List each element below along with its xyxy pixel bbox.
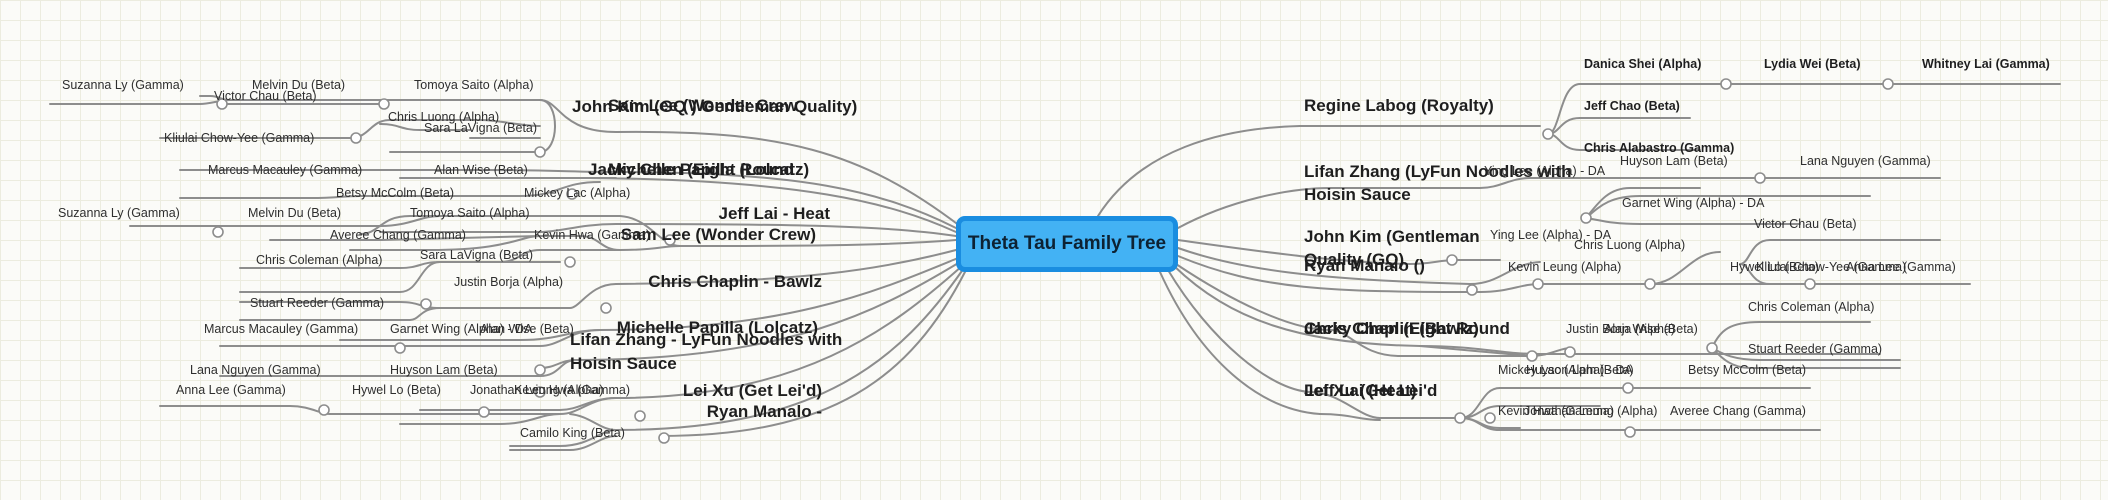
node-john-kim-r[interactable]: John Kim (Gentleman Quality (GQ) xyxy=(1304,227,1480,269)
member-chris-alabastro[interactable]: Chris Alabastro (Gamma) xyxy=(1584,141,1735,155)
member-alan-wise-2[interactable]: Alan Wise (Beta) xyxy=(480,322,574,336)
member-melvin-du[interactable]: Melvin Du (Beta) xyxy=(252,78,346,92)
member-danica[interactable]: Danica Shei (Alpha) xyxy=(1584,57,1702,71)
member-hywel-r[interactable]: Hywel Lo (Beta) xyxy=(1730,260,1819,274)
member-ying-lee[interactable]: Ying Lee (Alpha) - DA xyxy=(1484,164,1606,178)
member-huyson[interactable]: Huyson Lam (Beta) xyxy=(390,363,498,377)
member-justin-r[interactable]: Justin Borja (Alpha) xyxy=(1566,322,1676,336)
node-jacky-r[interactable]: Jacky Chen (Eight Round xyxy=(1304,319,1510,338)
member-marcus-2[interactable]: Marcus Macauley (Gamma) xyxy=(204,322,359,336)
member-lydia[interactable]: Lydia Wei (Beta) xyxy=(1764,57,1861,71)
root-node[interactable]: Theta Tau Family Tree xyxy=(956,216,1178,272)
member-averee[interactable]: Averee Chang (Gamma) xyxy=(330,228,466,242)
member-marcus[interactable]: Marcus Macauley (Gamma) xyxy=(208,163,363,177)
node-lei-xu-r[interactable]: Lei Xu (Get Lei'd xyxy=(1304,381,1438,400)
link-root-lifan-r xyxy=(1177,187,1331,229)
member-mickey[interactable]: Mickey Lac (Alpha) xyxy=(524,186,631,200)
member-kliulai-r[interactable]: Kliulai Chow-Yee (Gamma) xyxy=(1756,260,1907,274)
member-victor-chau-r[interactable]: Victor Chau (Beta) xyxy=(1754,217,1857,231)
node-lifan-zhang[interactable]: Lifan Zhang - LyFun Noodles with Hoisin … xyxy=(570,330,843,373)
member-anna[interactable]: Anna Lee (Gamma) xyxy=(176,383,286,397)
member-kevin-leung[interactable]: Kevin Leung (Alpha) xyxy=(1508,260,1622,274)
node-ryan-manalo[interactable]: Ryan Manalo - xyxy=(706,402,822,421)
node-jacky-chen[interactable]: Jacky Chen (Eight Round xyxy=(588,160,794,179)
member-mickey-r[interactable]: Mickey Lac (Alpha) - DA xyxy=(1498,363,1633,377)
member-anna-r[interactable]: Anna Lee (Gamma) xyxy=(1846,260,1956,274)
link-root-ryan xyxy=(615,267,965,431)
member-betsy[interactable]: Betsy McColm (Beta) xyxy=(336,186,455,200)
link-root-lei xyxy=(615,265,963,399)
link-root-jacky xyxy=(615,171,957,229)
node-jeff-lai-r[interactable]: Jeff Lai (Heat) xyxy=(1304,381,1417,400)
link-root-michelle xyxy=(599,257,959,331)
member-suzanna-ly[interactable]: Suzanna Ly (Gamma) xyxy=(62,78,184,92)
node-sam-lee[interactable]: Sam Lee (Wonder Crew) xyxy=(620,225,816,244)
member-chris-luong-r[interactable]: Chris Luong (Alpha) xyxy=(1574,238,1686,252)
link-root-regine xyxy=(1097,125,1301,217)
member-melvin-du-2[interactable]: Melvin Du (Beta) xyxy=(248,206,342,220)
link-root-jeff xyxy=(615,223,957,237)
member-alan-wise[interactable]: Alan Wise (Beta) xyxy=(434,163,528,177)
node-john-kim[interactable]: John Kim (GQ ) Gentleman Quality) xyxy=(572,97,858,116)
member-alan-wise-r[interactable]: Alan Wise (Beta) xyxy=(1604,322,1698,336)
link-root-chris-r xyxy=(1175,263,1331,331)
member-whitney[interactable]: Whitney Lai (Gamma) xyxy=(1922,57,2050,71)
link-root-jacky-r xyxy=(1173,265,1421,347)
member-averee-r[interactable]: Averee Chang (Gamma) xyxy=(1670,404,1806,418)
member-jonathan[interactable]: Jonathan Leung (Alpha) xyxy=(470,383,604,397)
node-ryan-r[interactable]: Ryan Manalo () xyxy=(1304,256,1425,275)
member-chris-coleman-r[interactable]: Chris Coleman (Alpha) xyxy=(1748,300,1875,314)
member-lana-r[interactable]: Lana Nguyen (Gamma) xyxy=(1800,154,1931,168)
link-root-chris xyxy=(615,249,957,285)
link-root-jeff-r xyxy=(1159,271,1321,415)
member-kliulai[interactable]: Kliulai Chow-Yee (Gamma) xyxy=(164,131,315,145)
member-betsy-r[interactable]: Betsy McColm (Beta) xyxy=(1688,363,1807,377)
member-garnet-r[interactable]: Garnet Wing (Alpha) - DA xyxy=(1622,196,1765,210)
member-kevin-hwa-r[interactable]: Kevin Hwa (Gamma) xyxy=(1498,404,1614,418)
node-sam-lee-top[interactable]: Sam Lee (Wonder Crew xyxy=(608,96,798,115)
member-kevin-hwa[interactable]: Kevin Hwa (Gamma) xyxy=(534,228,650,242)
member-ying-lee-2[interactable]: Ying Lee (Alpha) - DA xyxy=(1490,228,1612,242)
member-victor-chau[interactable]: Victor Chau (Beta) xyxy=(214,89,317,103)
root-node-label: Theta Tau Family Tree xyxy=(967,233,1167,254)
member-lana[interactable]: Lana Nguyen (Gamma) xyxy=(190,363,321,377)
member-justin-borja[interactable]: Justin Borja (Alpha) xyxy=(454,275,564,289)
member-jonathan-r[interactable]: Jonathan Leung (Alpha) xyxy=(1524,404,1658,418)
member-tomoya-saito[interactable]: Tomoya Saito (Alpha) xyxy=(414,78,534,92)
node-chris-chaplin-r[interactable]: Chris Chaplin (Bawlz) xyxy=(1304,319,1479,338)
node-michelle-top[interactable]: Michelle Papilla (Lolcatz) xyxy=(608,160,810,179)
link-root-ryan-r2 xyxy=(1177,255,1481,293)
member-huyson-r2[interactable]: Huyson Lam (Beta) xyxy=(1526,363,1634,377)
node-lei-xu[interactable]: Lei Xu (Get Lei'd) xyxy=(682,381,822,400)
member-sara-lavigna-2[interactable]: Sara LaVigna (Beta) xyxy=(420,248,534,262)
member-camilo[interactable]: Camilo King (Beta) xyxy=(520,426,625,440)
member-hywel[interactable]: Hywel Lo (Beta) xyxy=(352,383,441,397)
member-jeff-chao[interactable]: Jeff Chao (Beta) xyxy=(1584,99,1680,113)
link-root-lei-r xyxy=(1167,269,1311,393)
node-chris-chaplin[interactable]: Chris Chaplin - Bawlz xyxy=(648,272,822,291)
link-root-john-kim xyxy=(615,130,961,227)
link-root-sam xyxy=(679,239,957,247)
link-root-ryan-r xyxy=(1177,247,1471,285)
link-root-ryan-2 xyxy=(659,269,967,437)
node-michelle-papilla[interactable]: Michelle Papilla (Lolcatz) xyxy=(616,318,818,337)
member-sara-lavigna[interactable]: Sara LaVigna (Beta) xyxy=(424,121,538,135)
link-root-michelle-top xyxy=(589,177,957,233)
node-lifan-r[interactable]: Lifan Zhang (LyFun Noodles with Hoisin S… xyxy=(1304,162,1572,204)
member-chris-coleman[interactable]: Chris Coleman (Alpha) xyxy=(256,253,383,267)
member-suzanna-ly-2[interactable]: Suzanna Ly (Gamma) xyxy=(58,206,180,220)
node-jeff-lai[interactable]: Jeff Lai - Heat xyxy=(718,204,830,223)
link-root-john-r xyxy=(1177,239,1411,265)
node-regine[interactable]: Regine Labog (Royalty) xyxy=(1304,96,1494,115)
member-kevin-hwa-2[interactable]: Kevin Hwa (Gamma) xyxy=(514,383,630,397)
member-stuart[interactable]: Stuart Reeder (Gamma) xyxy=(250,296,385,310)
member-huyson-r[interactable]: Huyson Lam (Beta) xyxy=(1620,154,1728,168)
member-stuart-r[interactable]: Stuart Reeder (Gamma) xyxy=(1748,342,1883,356)
member-garnet[interactable]: Garnet Wing (Alpha) - DA xyxy=(390,322,533,336)
member-tomoya-saito-2[interactable]: Tomoya Saito (Alpha) xyxy=(410,206,530,220)
member-chris-luong[interactable]: Chris Luong (Alpha) xyxy=(388,110,500,124)
link-root-lifan xyxy=(575,261,961,361)
